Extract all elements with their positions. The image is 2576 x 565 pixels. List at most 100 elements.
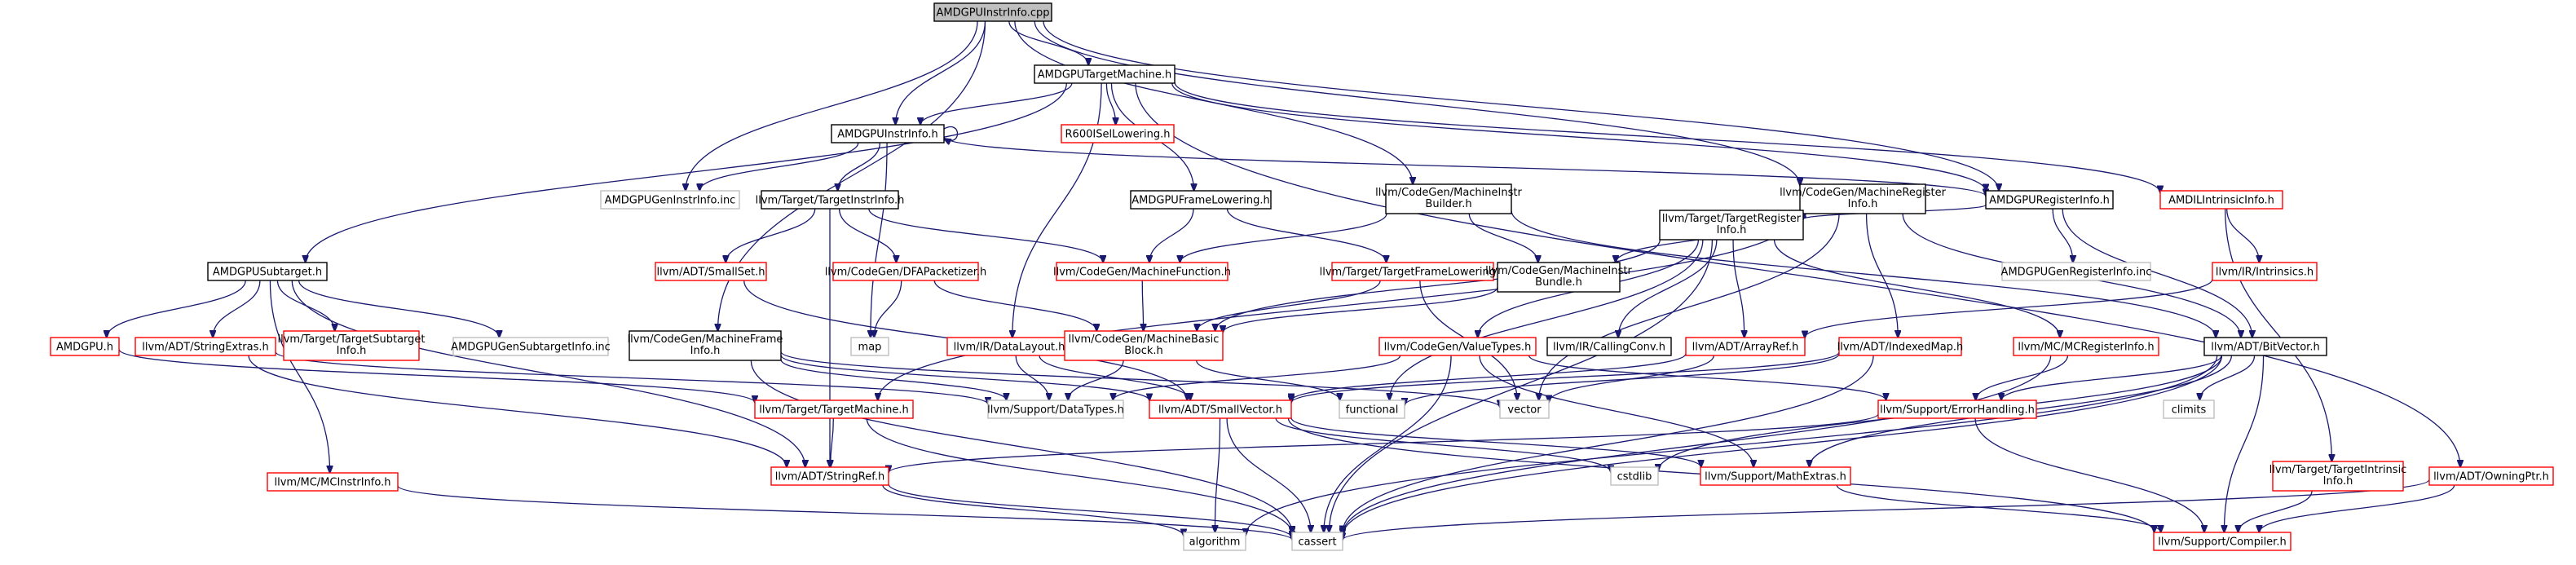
edge-amdgpuh-to-ttm (118, 348, 755, 403)
node-root[interactable]: AMDGPUInstrInfo.cpp (933, 2, 1052, 22)
node-ttm[interactable]: llvm/Target/TargetMachine.h (754, 399, 914, 419)
node-tii[interactable]: llvm/Target/TargetInstrInfo.h (756, 190, 905, 210)
node-label: llvm/MC/MCRegisterInfo.h (2018, 342, 2154, 354)
node-label: AMDGPUGenInstrInfo.inc (605, 195, 736, 207)
edge-tri-to-mbb (1215, 239, 1661, 331)
node-dfa[interactable]: llvm/CodeGen/DFAPacketizer.h (825, 262, 987, 281)
edge-mri-to-ttm (878, 211, 1801, 400)
node-label: llvm/ADT/StringRef.h (775, 471, 884, 483)
node-r600[interactable]: R600ISelLowering.h (1061, 124, 1175, 143)
edge-dfa-to-map (874, 280, 902, 338)
edge-tm-to-dl (1012, 82, 1102, 338)
node-box (1659, 210, 1804, 241)
edge-tm-to-st (306, 82, 1067, 263)
edge-tii-to-smallset (726, 208, 816, 263)
edge-mib-to-bitvector (1511, 210, 2216, 338)
edge-tiinfo-to-compiler (2239, 490, 2313, 532)
node-ri[interactable]: AMDGPURegisterInfo.h (1985, 190, 2114, 210)
node-algorithm: algorithm (1183, 532, 1246, 551)
edge-tii-to-mf (868, 208, 1103, 263)
node-smallvector[interactable]: llvm/ADT/SmallVector.h (1149, 399, 1292, 419)
node-owningptr[interactable]: llvm/ADT/OwningPtr.h (2428, 466, 2554, 486)
node-label: llvm/IR/CallingConv.h (1553, 342, 1665, 354)
node-mathext[interactable]: llvm/Support/MathExtras.h (1700, 466, 1851, 486)
edge-smallvector-to-mathext (1290, 417, 1701, 467)
edge-tii-to-dfa (838, 208, 897, 263)
edge-root-to-mfi (718, 20, 986, 331)
edge-mcri-to-cassert (1343, 355, 2052, 535)
node-smallset[interactable]: llvm/ADT/SmallSet.h (655, 262, 767, 281)
edge-arrayref-to-smallvector (1291, 353, 1687, 401)
node-box (2212, 262, 2318, 281)
node-mcii[interactable]: llvm/MC/MCInstrInfo.h (267, 472, 399, 492)
node-box (267, 472, 399, 492)
node-label: vector (1507, 404, 1542, 417)
edge-ttm-to-cassert (866, 417, 1292, 535)
node-box (2272, 461, 2404, 492)
node-cstdlib: cstdlib (1610, 466, 1659, 486)
edge-tri-to-arrayref (1732, 239, 1745, 338)
node-tm[interactable]: AMDGPUTargetMachine.h (1034, 64, 1176, 84)
node-label: llvm/CodeGen/MachineFunction.h (1053, 267, 1231, 279)
node-box (1291, 532, 1343, 551)
node-strext[interactable]: llvm/ADT/StringExtras.h (135, 337, 276, 356)
node-label: llvm/ADT/IndexedMap.h (1837, 342, 1964, 354)
node-arrayref[interactable]: llvm/ADT/ArrayRef.h (1685, 337, 1806, 356)
node-box (452, 337, 609, 356)
node-tfl[interactable]: llvm/Target/TargetFrameLowering.h (1320, 262, 1506, 281)
node-ii[interactable]: AMDGPUInstrInfo.h (831, 124, 945, 143)
node-mcri[interactable]: llvm/MC/MCRegisterInfo.h (2013, 337, 2159, 356)
node-box (2203, 337, 2327, 356)
edge-mcri-to-errh (1976, 355, 2069, 400)
edge-st-to-amdgpuh (107, 280, 246, 338)
node-box (1610, 466, 1659, 486)
node-compiler[interactable]: llvm/Support/Compiler.h (2153, 532, 2291, 551)
edge-bitvector-to-errh (2001, 355, 2222, 400)
node-box (50, 337, 120, 356)
node-cc[interactable]: llvm/IR/CallingConv.h (1546, 337, 1672, 356)
node-intrinsics[interactable]: llvm/IR/Intrinsics.h (2212, 262, 2318, 281)
edge-ii-to-geninstr (699, 142, 859, 191)
node-indexedmap[interactable]: llvm/ADT/IndexedMap.h (1837, 337, 1964, 356)
node-box (1685, 337, 1806, 356)
node-box (1183, 532, 1246, 551)
node-vt[interactable]: llvm/CodeGen/ValueTypes.h (1378, 337, 1537, 356)
node-box (2013, 337, 2159, 356)
edge-root-to-geninstr (686, 20, 978, 191)
edge-mf-to-mbb (1142, 280, 1143, 331)
node-amdgpuh[interactable]: AMDGPU.h (50, 337, 120, 356)
edge-tm-to-r600 (1105, 82, 1115, 125)
edge-smallvector-to-cstdlib (1275, 417, 1611, 472)
node-box (283, 330, 420, 361)
edge-errh-to-compiler (1974, 417, 2204, 532)
edge-dfa-to-mbb (933, 280, 1096, 331)
node-amdil[interactable]: AMDILIntrinsicInfo.h (2159, 190, 2283, 210)
node-mf[interactable]: llvm/CodeGen/MachineFunction.h (1053, 262, 1231, 281)
node-bitvector[interactable]: llvm/ADT/BitVector.h (2203, 337, 2327, 356)
edge-strext-to-strref (248, 355, 787, 467)
node-box (2153, 532, 2291, 551)
node-box (2001, 262, 2151, 281)
edge-ri-to-genreg (2052, 208, 2073, 263)
edge-owningptr-to-compiler (2259, 484, 2455, 532)
node-st[interactable]: AMDGPUSubtarget.h (207, 262, 328, 281)
node-fl[interactable]: AMDGPUFrameLowering.h (1130, 190, 1272, 210)
node-errh[interactable]: llvm/Support/ErrorHandling.h (1877, 399, 2037, 419)
node-box (1130, 190, 1272, 210)
node-dl[interactable]: llvm/IR/DataLayout.h (946, 337, 1072, 356)
edge-dl-to-datatypes (1015, 355, 1049, 400)
node-label: llvm/ADT/SmallSet.h (656, 267, 765, 279)
node-strref[interactable]: llvm/ADT/StringRef.h (770, 466, 889, 486)
edge-mbb-to-datatypes (1068, 360, 1124, 400)
